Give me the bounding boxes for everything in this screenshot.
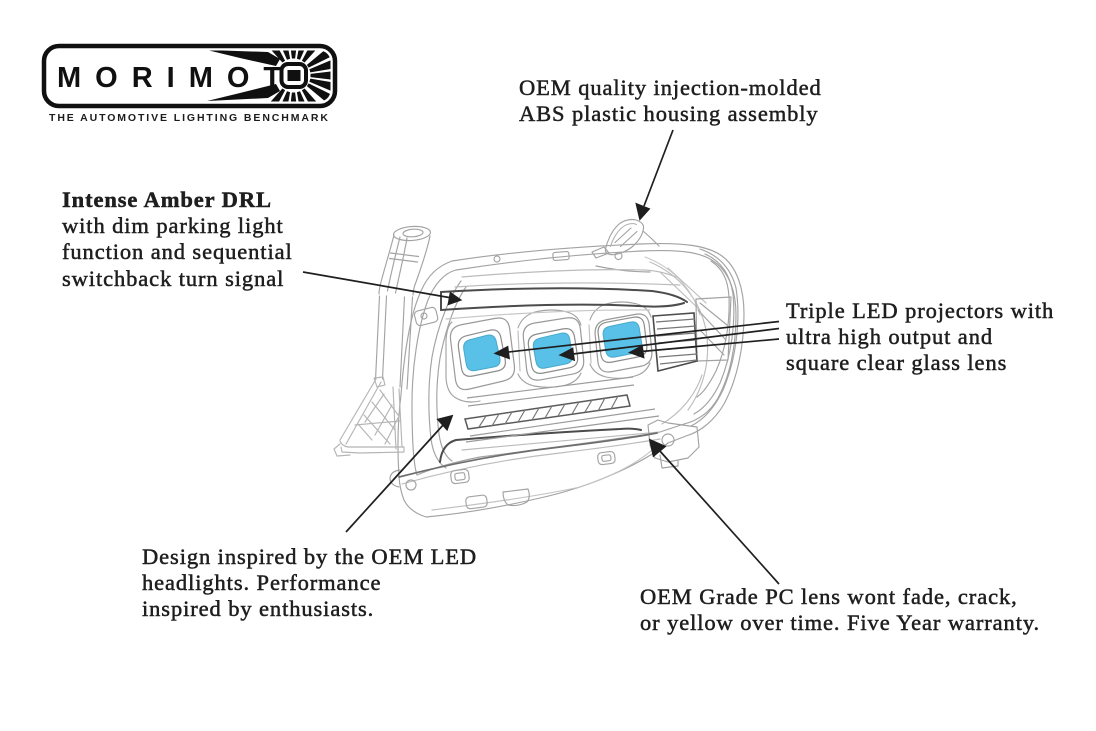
svg-text:MORIMOT: MORIMOT	[57, 62, 295, 94]
svg-text:THE AUTOMOTIVE LIGHTING BENCHM: THE AUTOMOTIVE LIGHTING BENCHMARK	[49, 112, 330, 124]
